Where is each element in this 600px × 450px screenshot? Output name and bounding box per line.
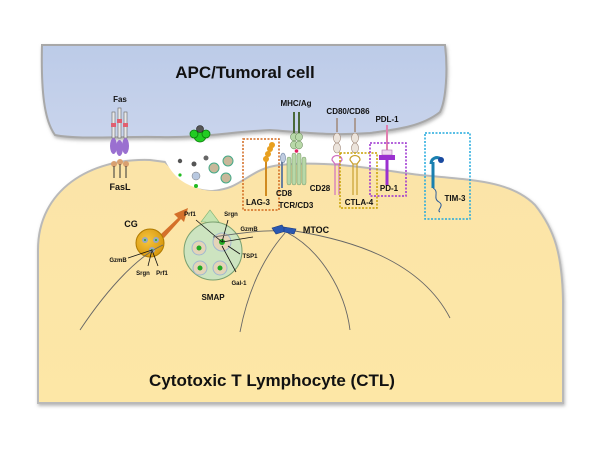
cd28-label: CD28 <box>310 184 331 193</box>
mtoc-icon <box>271 224 297 235</box>
cytotoxic-granule <box>135 228 165 258</box>
mhc-ag-label: MHC/Ag <box>280 99 311 108</box>
cd8-coreceptor <box>280 152 286 188</box>
ctl-cell-title: Cytotoxic T Lymphocyte (CTL) <box>149 371 395 390</box>
cg-srgn-label: Srgn <box>136 271 150 277</box>
apc-cell-title: APC/Tumoral cell <box>175 63 315 82</box>
smap-label: SMAP <box>201 293 225 302</box>
tcr-cd3-label: TCR/CD3 <box>279 201 314 210</box>
lag3-label: LAG-3 <box>246 198 271 207</box>
cg-gzmb-label: GzmB <box>109 258 127 264</box>
fas-receptor <box>110 107 129 156</box>
smap-srgn-label: Srgn <box>224 212 238 218</box>
pdl1-label: PDL-1 <box>375 115 399 124</box>
smap-tsp1-label: TSP1 <box>242 254 258 260</box>
ctla4-box <box>339 152 378 209</box>
smap-gal1-label: Gal-1 <box>231 281 247 287</box>
ctla4-receptor <box>349 154 361 195</box>
ctl-cell-body <box>37 158 564 404</box>
released-granules <box>177 155 234 188</box>
cg-label: CG <box>124 219 138 229</box>
tim3-receptor <box>429 156 444 213</box>
cd80-cd86-ligands <box>333 118 359 154</box>
tcr-cd3-complex <box>286 152 307 186</box>
pd1-receptor <box>379 155 395 185</box>
smap-prf1-label: Prf1 <box>184 212 196 218</box>
smap-gzmb-label: GzmB <box>240 227 258 233</box>
lag3-receptor <box>263 142 275 196</box>
cd80-cd86-label: CD80/CD86 <box>326 107 370 116</box>
pd1-label: PD-1 <box>380 184 399 193</box>
mtoc-label: MTOC <box>303 225 330 235</box>
fasl-ligand <box>111 159 129 178</box>
tim3-box <box>424 132 471 220</box>
smap-particle <box>183 221 243 281</box>
microtubules <box>79 230 451 333</box>
lag3-box <box>242 138 280 211</box>
cg-secretion-arrow <box>160 208 188 238</box>
cd28-receptor <box>331 154 343 195</box>
ctla4-label: CTLA-4 <box>345 198 374 207</box>
cg-prf1-label: Prf1 <box>156 271 168 277</box>
perforin-pore-icon <box>189 125 211 143</box>
cd8-label: CD8 <box>276 189 293 198</box>
mhc-ag-complex <box>290 112 303 153</box>
fasl-label: FasL <box>109 182 131 192</box>
apc-cell-body <box>40 44 448 139</box>
tim3-label: TIM-3 <box>445 194 466 203</box>
fas-label: Fas <box>113 95 127 104</box>
pd1-box <box>369 142 407 197</box>
